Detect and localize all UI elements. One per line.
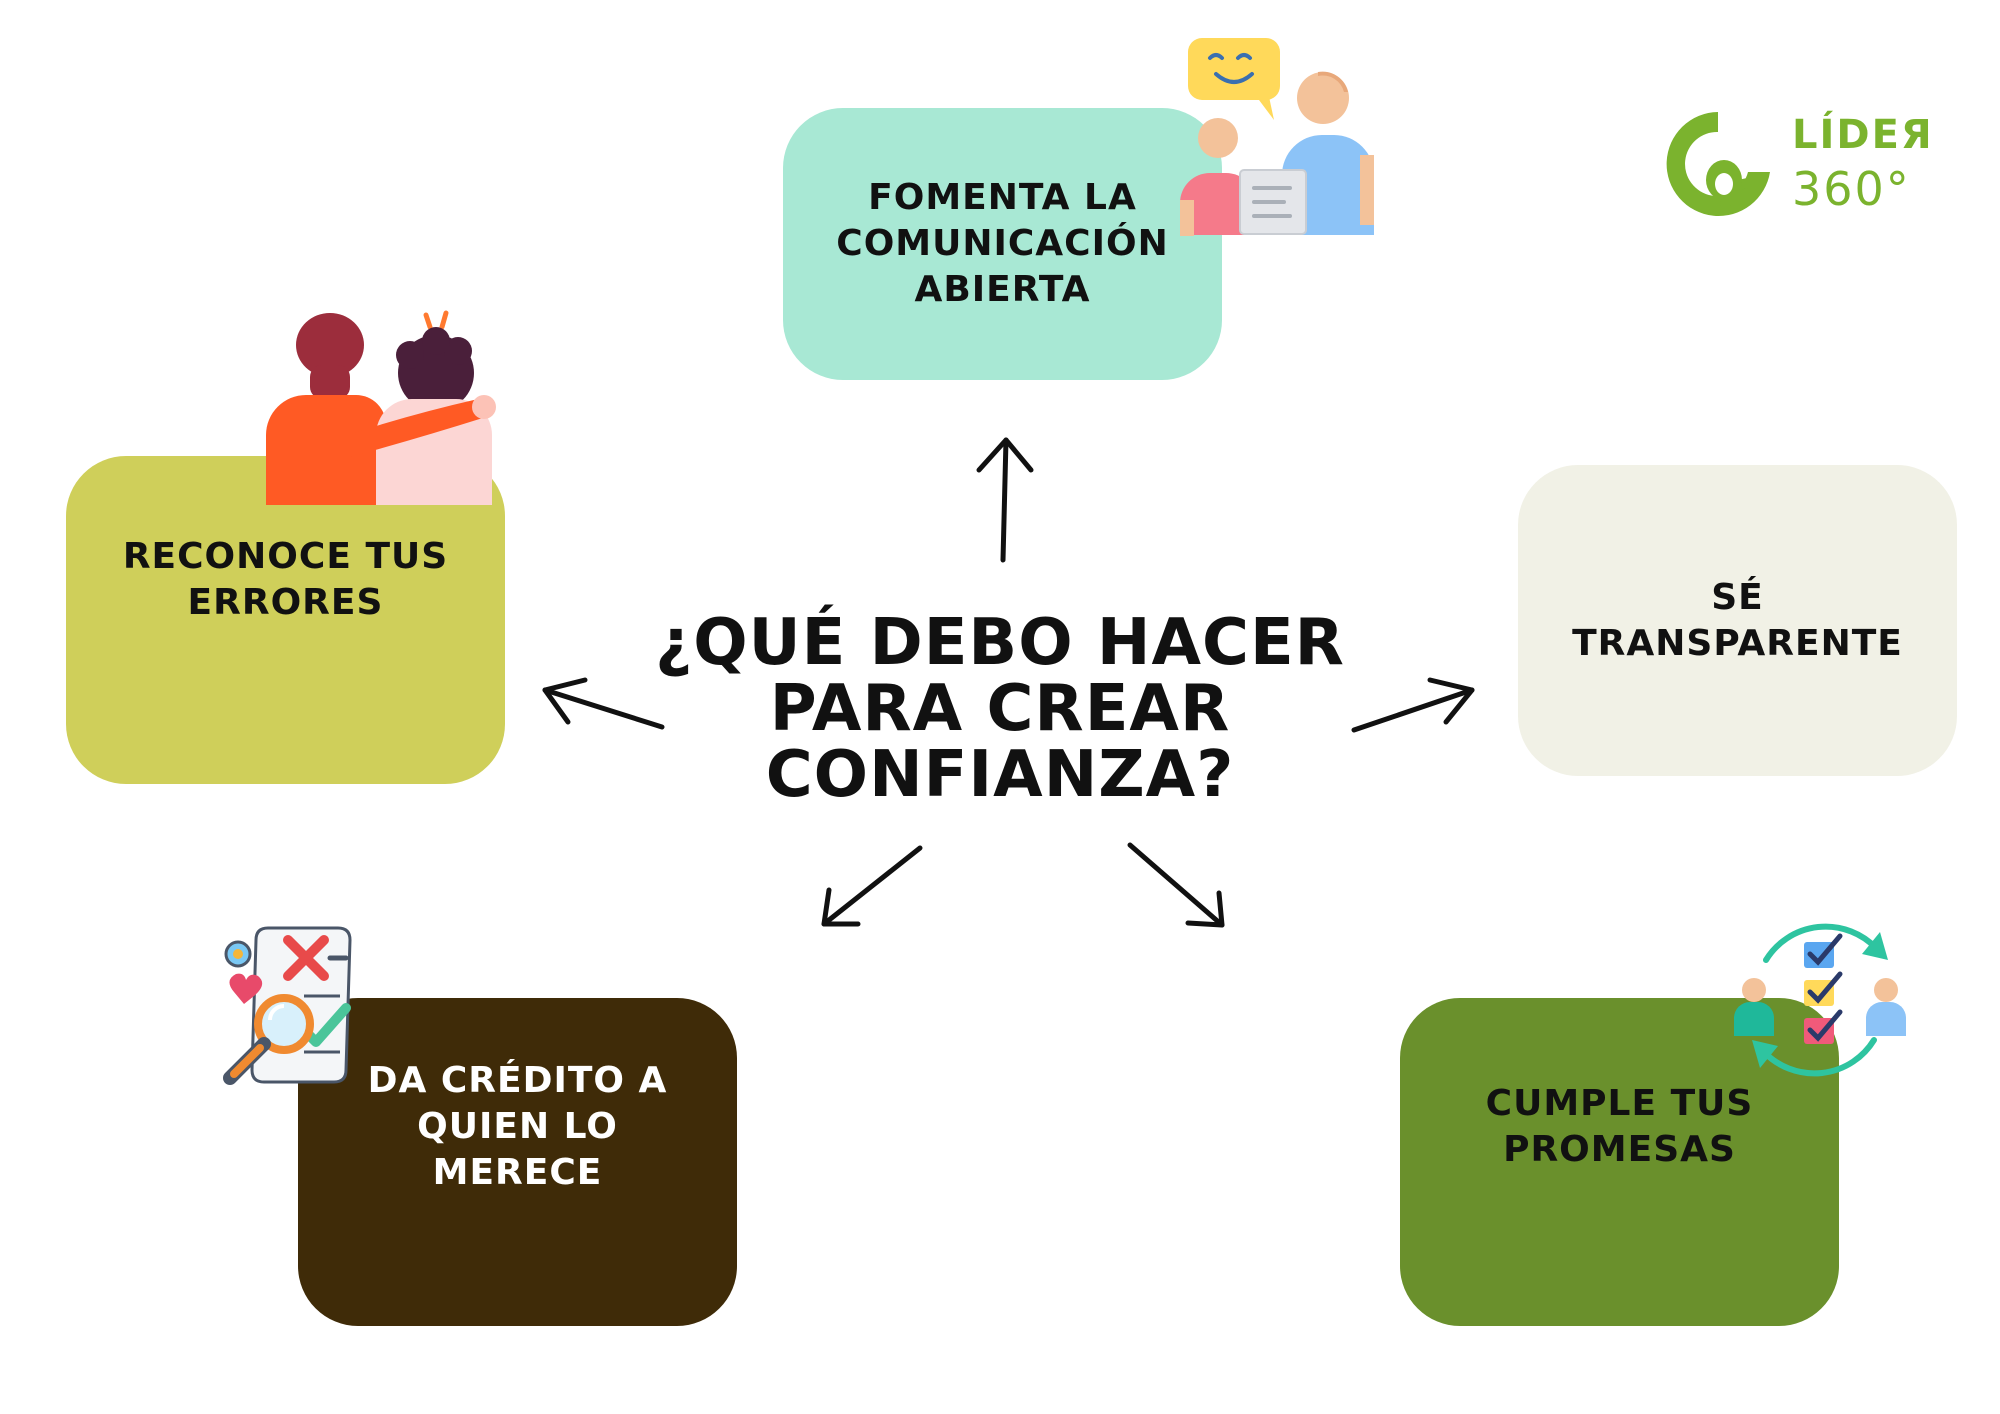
- card-acknowledge-errors: RECONOCE TUS ERRORES: [66, 456, 505, 784]
- arrow-right: [1351, 677, 1475, 733]
- card-acknowledge-errors-text: RECONOCE TUS ERRORES: [122, 536, 449, 623]
- friends-hug-icon: [266, 310, 496, 505]
- document-review-icon: [223, 926, 352, 1085]
- logo-text-lider: LÍDEЯ: [1792, 112, 1934, 158]
- arrow-up: [976, 437, 1034, 563]
- arrow-down-left: [821, 845, 923, 927]
- arrow-down-right: [1127, 842, 1225, 928]
- card-give-credit: DA CRÉDITO A QUIEN LO MERECE: [298, 998, 737, 1326]
- shared-checklist-icon: [1734, 923, 1906, 1077]
- arrow-left: [542, 677, 665, 730]
- card-open-communication-text: FOMENTA LA COMUNICACIÓN ABIERTA: [836, 177, 1169, 310]
- card-open-communication: FOMENTA LA COMUNICACIÓN ABIERTA: [783, 108, 1222, 380]
- card-be-transparent-text: SÉ TRANSPARENTE: [1572, 576, 1903, 664]
- center-question-title: ¿QUÉ DEBO HACER PARA CREAR CONFIANZA?: [655, 606, 1345, 812]
- card-keep-promises-text: CUMPLE TUS PROMESAS: [1485, 1083, 1754, 1170]
- card-be-transparent: SÉ TRANSPARENTE: [1518, 465, 1957, 776]
- lider-360-logo: LÍDEЯ 360°: [1658, 108, 1938, 218]
- card-give-credit-text: DA CRÉDITO A QUIEN LO MERECE: [367, 1060, 668, 1193]
- conversation-people-icon: [1180, 38, 1374, 236]
- logo-mark-icon: [1666, 112, 1770, 216]
- logo-text-360: 360°: [1792, 162, 1911, 216]
